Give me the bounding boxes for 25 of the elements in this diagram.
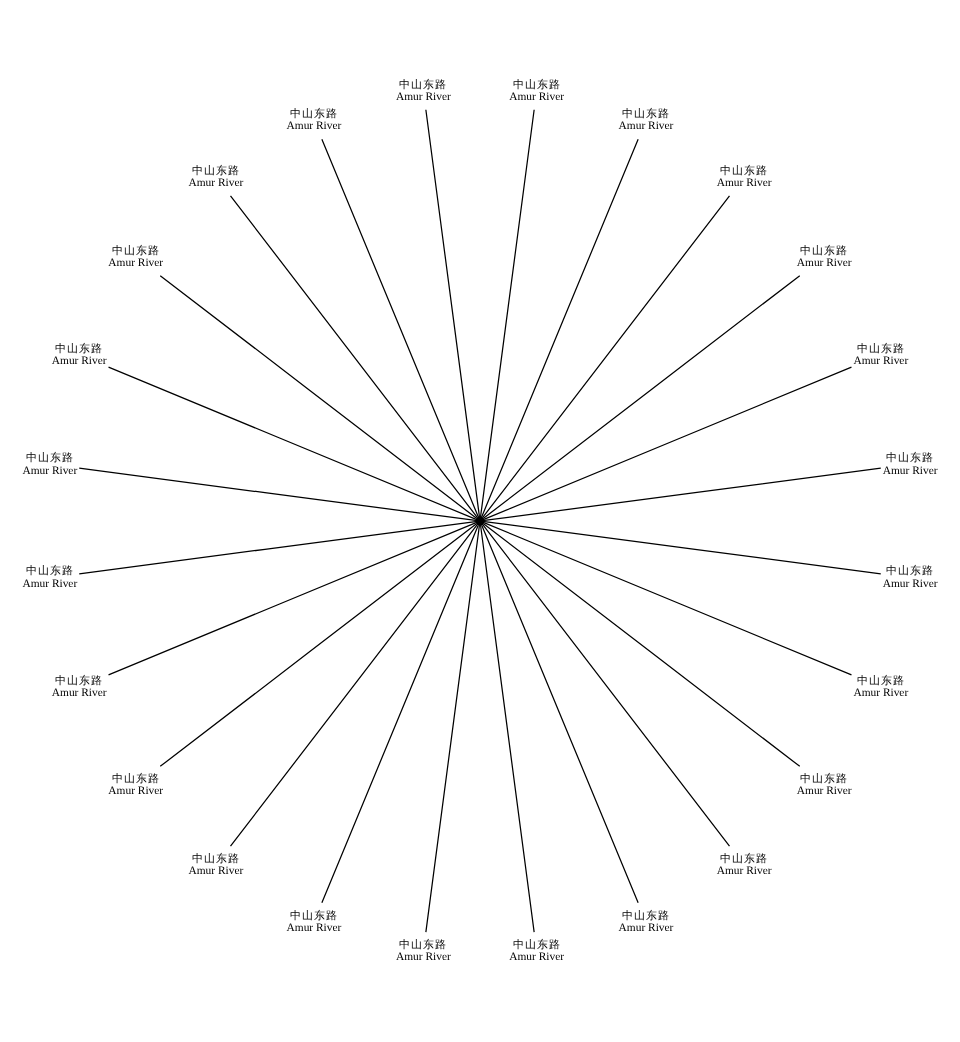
connector xyxy=(78,520,477,575)
connector xyxy=(229,195,478,518)
connector xyxy=(78,467,477,522)
connector xyxy=(321,524,479,904)
connector xyxy=(482,195,731,518)
connector xyxy=(483,275,801,519)
connector xyxy=(483,523,801,767)
connector xyxy=(481,138,639,518)
connector xyxy=(107,522,477,676)
connector xyxy=(159,275,477,519)
connector xyxy=(479,524,535,933)
connector xyxy=(107,366,477,520)
connector xyxy=(482,524,731,847)
connector xyxy=(483,520,882,575)
connector xyxy=(229,524,478,847)
connector xyxy=(321,138,479,518)
connector xyxy=(159,523,477,767)
connector xyxy=(481,524,639,904)
connector xyxy=(425,524,481,933)
node-circle xyxy=(475,516,485,526)
connector xyxy=(425,109,481,518)
connector xyxy=(483,522,853,676)
connector xyxy=(483,467,882,522)
connector xyxy=(483,366,853,520)
connector xyxy=(479,109,535,518)
